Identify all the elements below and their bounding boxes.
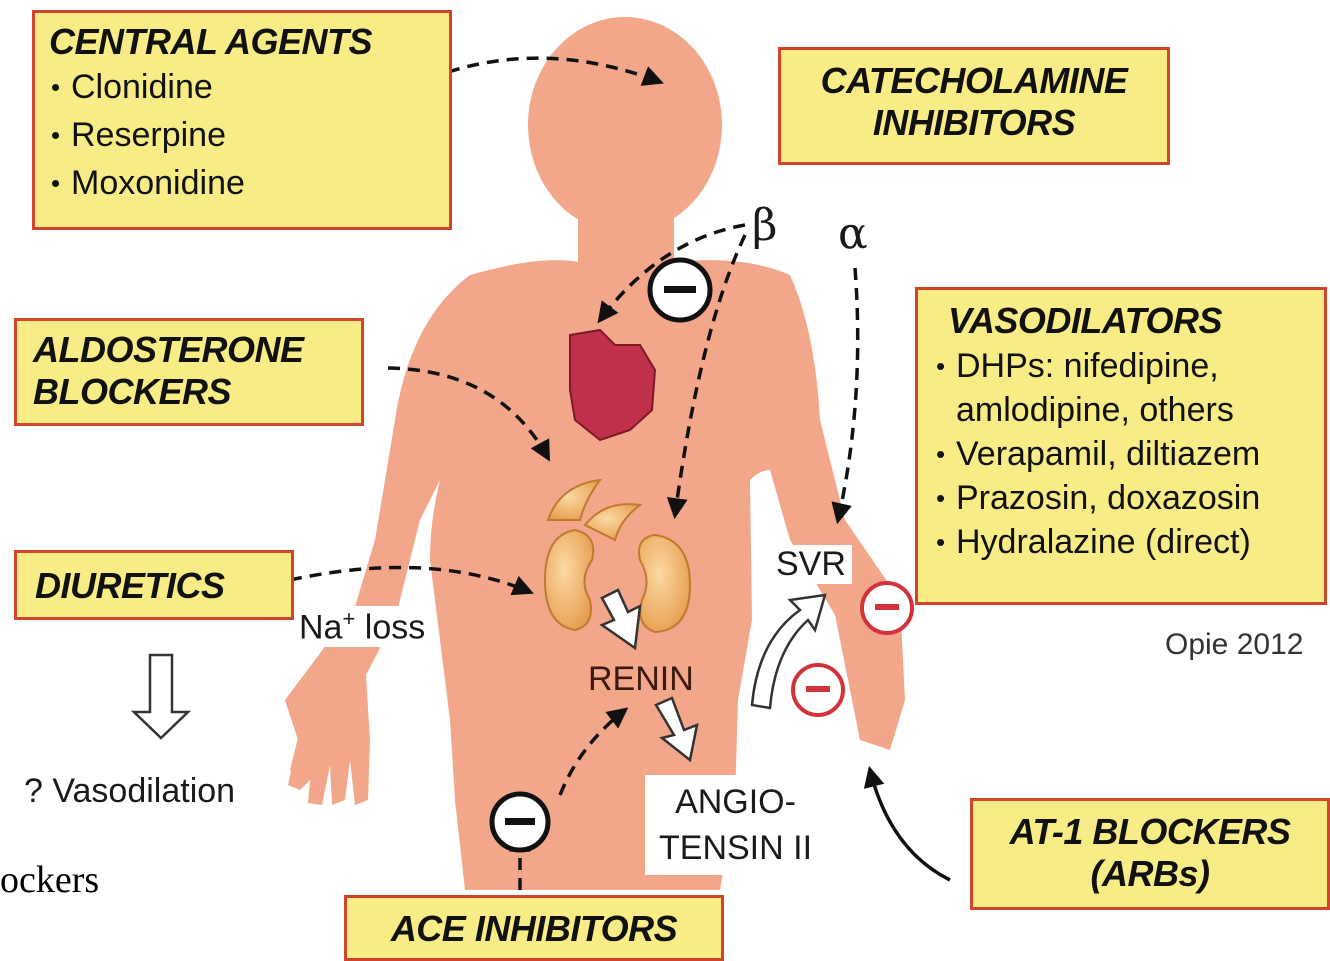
inhibit-circle-arm — [793, 665, 843, 715]
ace-title: ACE INHIBITORS — [353, 908, 715, 950]
arrow-alpha — [838, 268, 858, 520]
aldosterone-line1: ALDOSTERONE — [33, 329, 345, 371]
inhibit-circle-beta — [650, 260, 710, 320]
na-loss-label: Na+ loss — [295, 606, 429, 647]
head — [528, 17, 722, 233]
na-text: Na — [299, 608, 342, 646]
loss-text: loss — [355, 608, 425, 646]
alpha-label: α — [838, 208, 868, 259]
diuretics-box: DIURETICS — [14, 550, 294, 620]
vasodilators-title: VASODILATORS — [948, 300, 1308, 342]
blockers-fragment: ockers — [0, 858, 99, 902]
central-agents-list: Clonidine Reserpine Moxonidine — [49, 63, 435, 207]
vasodilators-box: VASODILATORS DHPs: nifedipine, amlodipin… — [915, 287, 1327, 605]
angiotensin-label: ANGIO- TENSIN II — [645, 775, 826, 875]
aldosterone-box: ALDOSTERONE BLOCKERS — [14, 318, 364, 426]
aldosterone-line2: BLOCKERS — [33, 371, 345, 413]
na-superscript: + — [342, 606, 355, 631]
catecholamine-line2: INHIBITORS — [789, 102, 1159, 144]
list-item: DHPs: nifedipine, — [934, 344, 1308, 388]
central-agents-title: CENTRAL AGENTS — [49, 21, 435, 63]
list-item: amlodipine, others — [934, 388, 1308, 432]
hand — [285, 640, 370, 805]
at1-line2: (ARBs) — [979, 853, 1321, 895]
renin-label: RENIN — [588, 660, 694, 699]
list-item: Hydralazine (direct) — [934, 520, 1308, 564]
angiotensin-line1: ANGIO- — [659, 779, 812, 825]
list-item: Verapamil, diltiazem — [934, 432, 1308, 476]
list-item: Moxonidine — [49, 159, 435, 207]
ace-box: ACE INHIBITORS — [344, 895, 724, 961]
diuretics-title: DIURETICS — [35, 565, 273, 607]
arrow-at1 — [870, 770, 950, 880]
at1-box: AT-1 BLOCKERS (ARBs) — [970, 798, 1330, 910]
beta-label: β — [752, 200, 777, 251]
at1-line1: AT-1 BLOCKERS — [979, 811, 1321, 853]
svr-label: SVR — [770, 545, 852, 584]
inhibit-circle-svr — [862, 583, 912, 633]
inhibit-circle-ace — [492, 794, 548, 850]
vasodilators-list: DHPs: nifedipine, amlodipine, others Ver… — [934, 344, 1308, 564]
angiotensin-line2: TENSIN II — [659, 825, 812, 871]
vasodilation-label: ? Vasodilation — [24, 772, 235, 811]
catecholamine-box: CATECHOLAMINE INHIBITORS — [778, 47, 1170, 165]
list-item: Reserpine — [49, 111, 435, 159]
list-item: Clonidine — [49, 63, 435, 111]
credit-label: Opie 2012 — [1165, 628, 1303, 662]
list-item: Prazosin, doxazosin — [934, 476, 1308, 520]
hollow-arrow-vasodilation — [134, 655, 188, 738]
central-agents-box: CENTRAL AGENTS Clonidine Reserpine Moxon… — [32, 10, 452, 230]
catecholamine-line1: CATECHOLAMINE — [789, 60, 1159, 102]
